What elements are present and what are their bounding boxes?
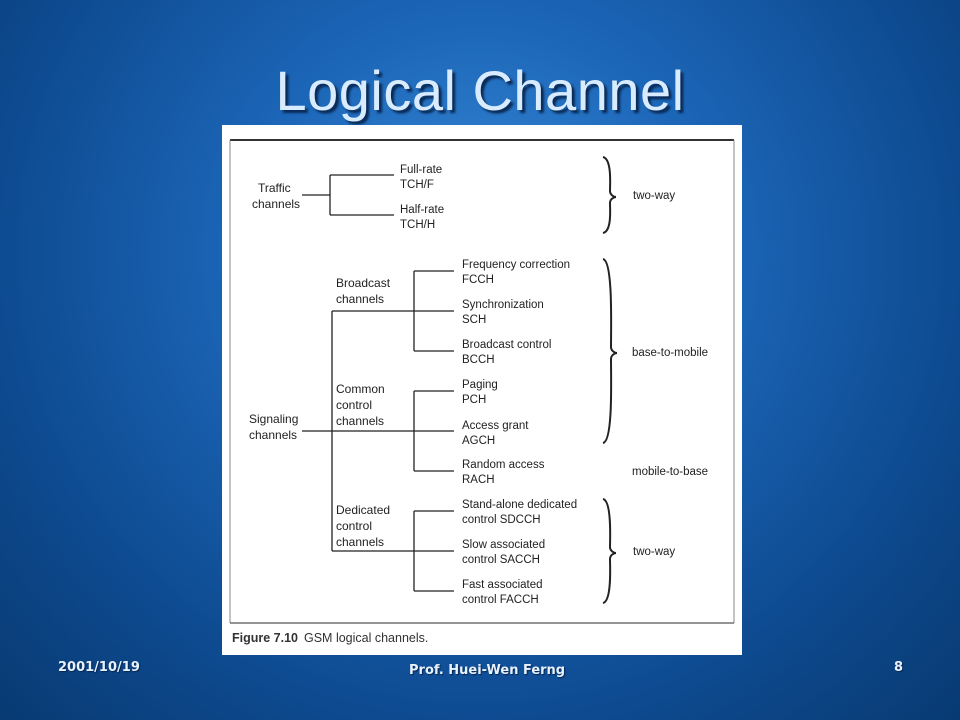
sacch-line2: control SACCH: [462, 554, 540, 566]
bcch-line2: BCCH: [462, 354, 495, 366]
fcch-line2: FCCH: [462, 274, 494, 286]
tchf-line1: Full-rate: [400, 164, 442, 176]
signaling-label-1: Signaling: [249, 412, 298, 426]
traffic-brace: [602, 156, 617, 234]
tchf-line2: TCH/F: [400, 179, 434, 191]
pch-line1: Paging: [462, 379, 498, 391]
rach-line2: RACH: [462, 474, 495, 486]
broadcast-label-2: channels: [336, 292, 384, 306]
dedicated-label-2: control: [336, 519, 372, 533]
common-label-3: channels: [336, 414, 384, 428]
dedicated-label-3: channels: [336, 535, 384, 549]
figure-caption-label: Figure 7.10: [232, 631, 298, 645]
bcch-line1: Broadcast control: [462, 339, 552, 351]
mobile-to-base-label: mobile-to-base: [632, 466, 708, 478]
base-to-mobile-brace: [602, 258, 618, 444]
traffic-label-2: channels: [252, 197, 300, 211]
sdcch-line2: control SDCCH: [462, 514, 541, 526]
facch-line1: Fast associated: [462, 579, 543, 591]
sch-line1: Synchronization: [462, 299, 544, 311]
footer-date: 2001/10/19: [58, 660, 140, 675]
slide-title: Logical Channel: [275, 59, 685, 122]
tchh-line1: Half-rate: [400, 204, 444, 216]
common-label-1: Common: [336, 382, 385, 396]
traffic-label-1: Traffic: [258, 181, 291, 195]
agch-line1: Access grant: [462, 420, 529, 432]
footer-page-number: 8: [894, 660, 904, 675]
dedicated-direction: two-way: [633, 546, 675, 558]
sdcch-line1: Stand-alone dedicated: [462, 499, 577, 511]
signaling-label-2: channels: [249, 428, 297, 442]
dedicated-two-way-brace: [602, 498, 617, 604]
facch-line2: control FACCH: [462, 594, 539, 606]
figure-image: Traffic channels Full-rate TCH/F Half-ra…: [222, 125, 742, 655]
tchh-line2: TCH/H: [400, 219, 435, 231]
rach-line1: Random access: [462, 459, 545, 471]
traffic-direction: two-way: [633, 190, 675, 202]
gsm-channel-tree-diagram: Traffic channels Full-rate TCH/F Half-ra…: [229, 139, 735, 624]
dedicated-label-1: Dedicated: [336, 503, 390, 517]
pch-line2: PCH: [462, 394, 486, 406]
sacch-line1: Slow associated: [462, 539, 545, 551]
footer-author: Prof. Huei-Wen Ferng: [409, 663, 566, 678]
common-label-2: control: [336, 398, 372, 412]
figure-caption: Figure 7.10 GSM logical channels.: [232, 631, 428, 645]
figure-caption-text: GSM logical channels.: [304, 631, 429, 645]
base-to-mobile-label: base-to-mobile: [632, 347, 708, 359]
agch-line2: AGCH: [462, 435, 495, 447]
sch-line2: SCH: [462, 314, 486, 326]
fcch-line1: Frequency correction: [462, 259, 570, 271]
broadcast-label-1: Broadcast: [336, 276, 391, 290]
